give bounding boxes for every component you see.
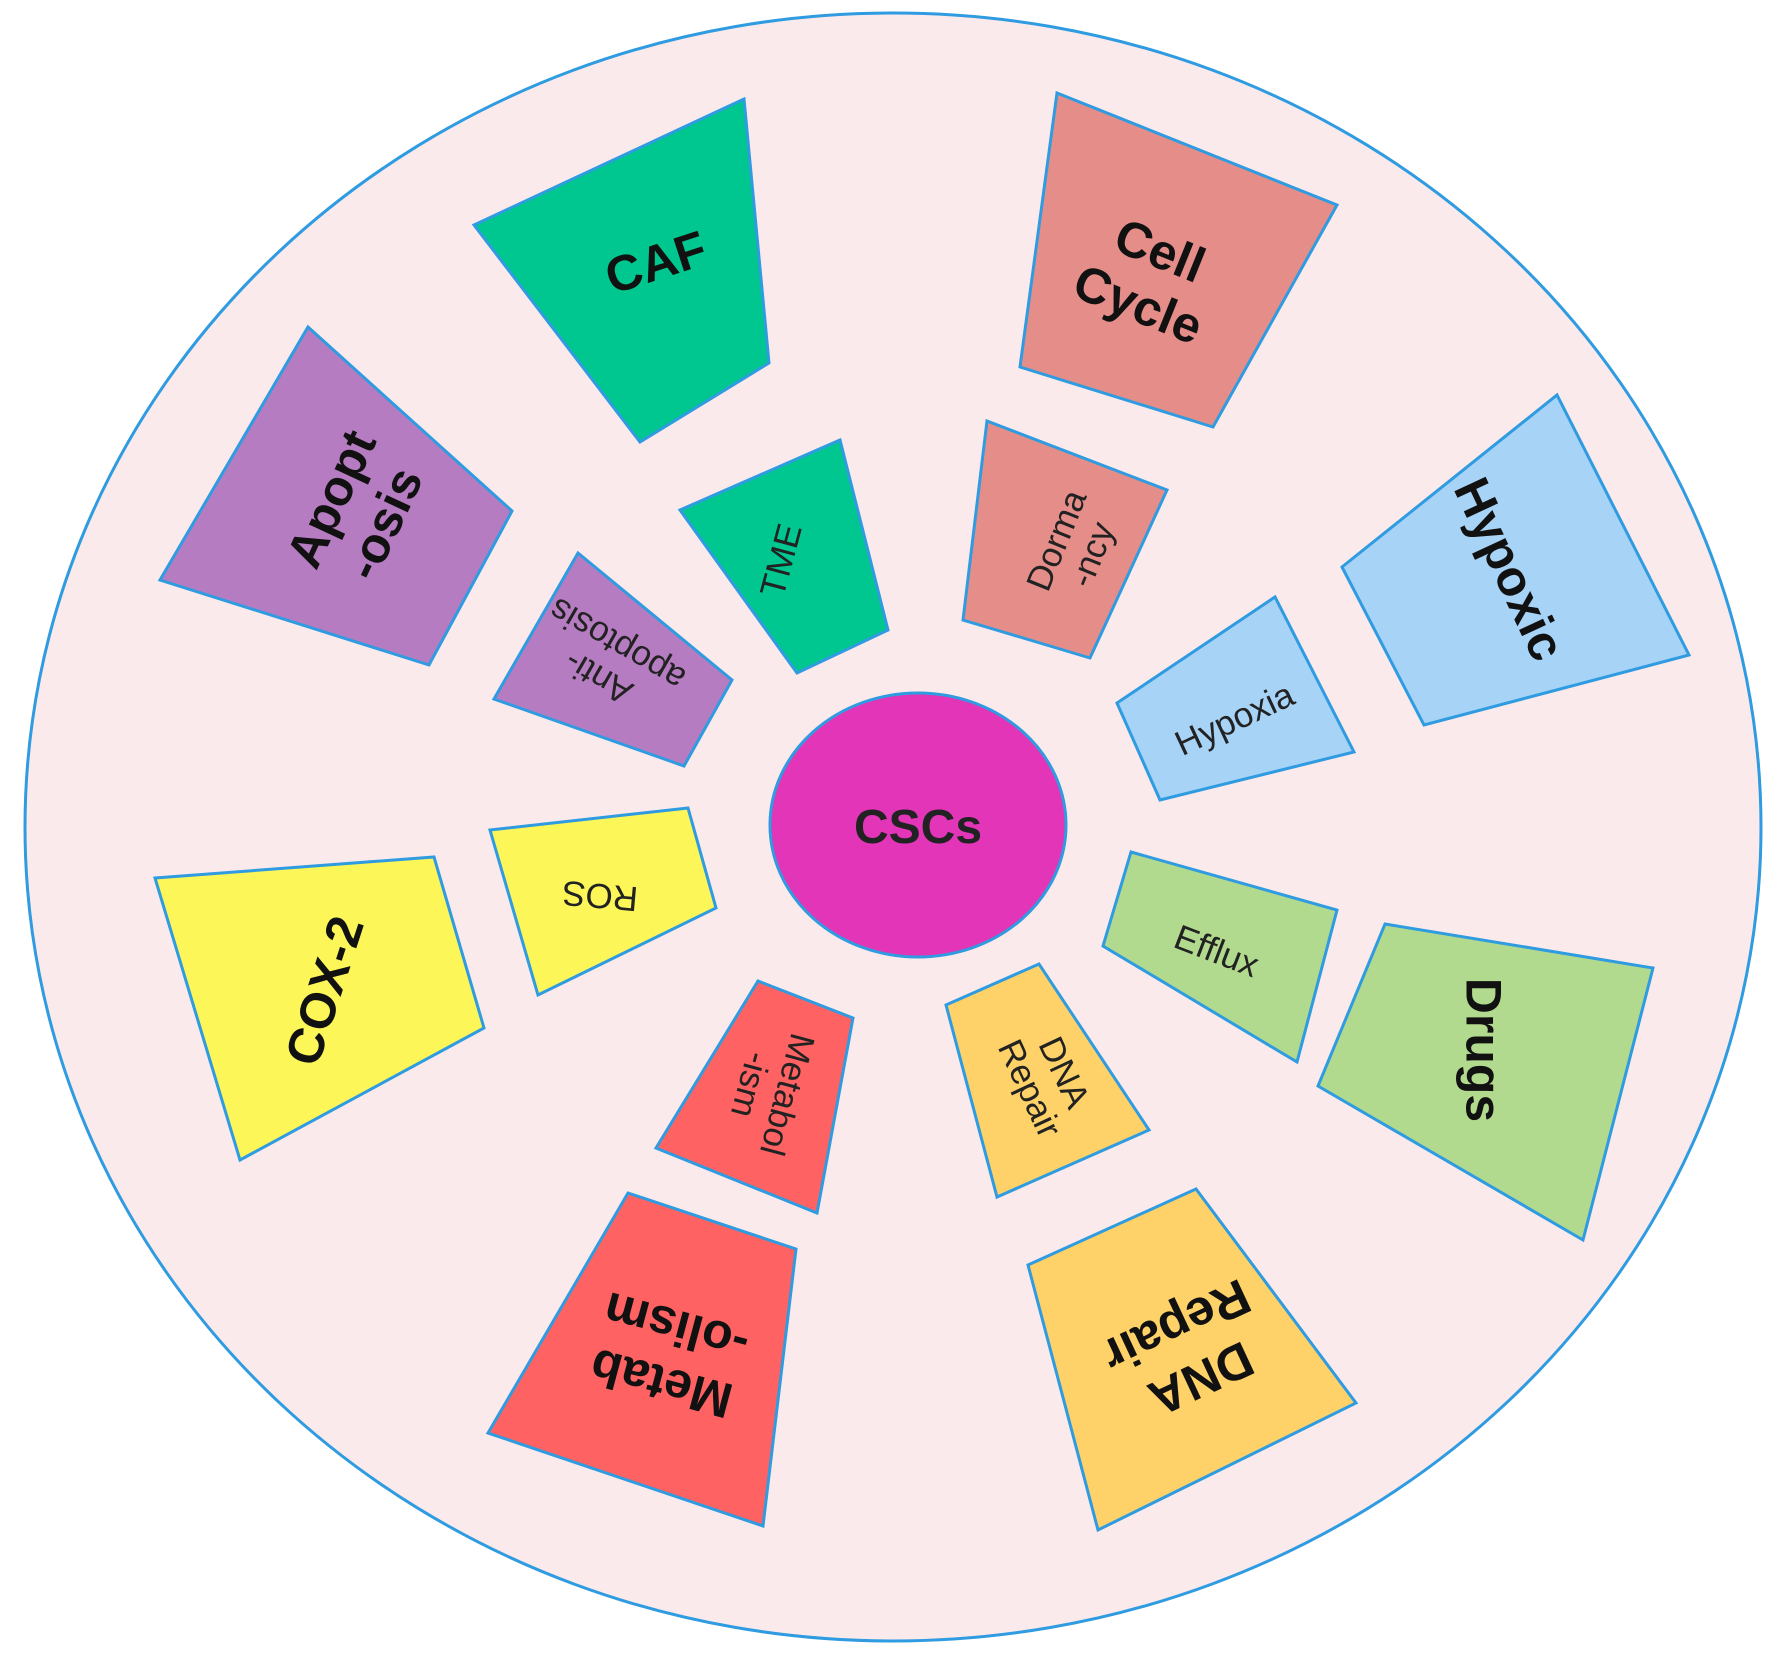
cell-cycle-inner-block bbox=[961, 418, 1170, 660]
center-label: CSCs bbox=[854, 801, 982, 854]
cox-2-inner-block bbox=[488, 806, 718, 998]
dna-repair-outer-block bbox=[1026, 1187, 1359, 1533]
drugs-inner-block bbox=[1101, 850, 1339, 1065]
caf-outer-block bbox=[471, 96, 771, 444]
cox-2-inner-label: ROS bbox=[561, 873, 640, 918]
drugs-outer-block bbox=[1316, 922, 1655, 1243]
cox-2-outer-block bbox=[153, 855, 486, 1163]
center-circle bbox=[768, 691, 1068, 959]
hypoxic-outer-block bbox=[1340, 392, 1692, 727]
drugs-outer-label: Drugs bbox=[1455, 978, 1511, 1122]
metabolism-outer-block bbox=[485, 1191, 798, 1529]
apoptosis-outer-block bbox=[157, 324, 514, 667]
apoptosis-inner-block bbox=[491, 550, 734, 768]
drugs-outer-label-line: Drugs bbox=[1455, 978, 1511, 1122]
dna-repair-inner-block bbox=[944, 962, 1152, 1200]
metabolism-inner-block bbox=[653, 979, 855, 1216]
hypoxic-inner-block bbox=[1115, 594, 1357, 802]
cell-cycle-outer-block bbox=[1018, 90, 1340, 429]
caf-inner-block bbox=[677, 437, 890, 675]
center-node: CSCs bbox=[768, 691, 1068, 959]
cox-2-inner-label-line: ROS bbox=[561, 873, 640, 918]
